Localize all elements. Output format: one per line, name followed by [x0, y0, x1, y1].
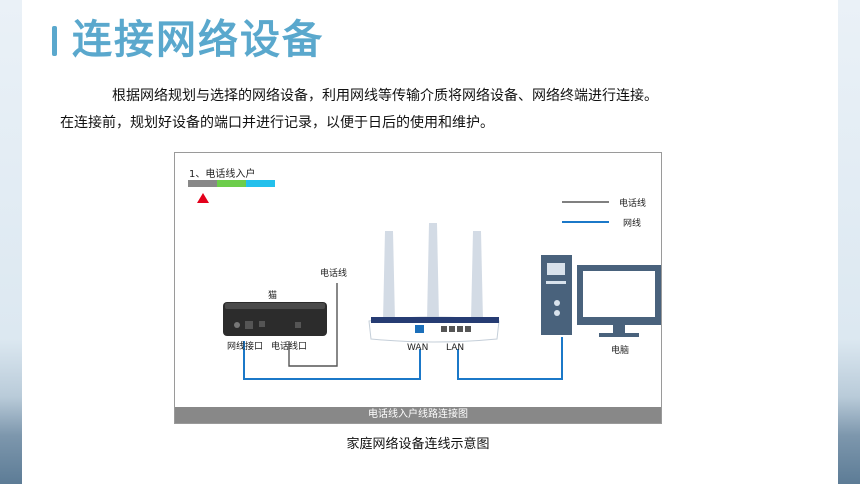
cable-modem-to-wan [243, 341, 421, 380]
step-label: 1、电话线入户 [189, 169, 256, 180]
right-city-decoration [838, 0, 860, 484]
paragraph-2: 在连接前，规划好设备的端口并进行记录，以便于日后的使用和维护。 [60, 115, 494, 131]
cable-lan-to-computer [457, 337, 563, 380]
paragraph-1: 根据网络规划与选择的网络设备，利用网线等传输介质将网络设备、网络终端进行连接。 [112, 88, 658, 104]
strip-cyan [246, 180, 275, 187]
step-marker-icon [197, 193, 209, 203]
slide-title: 连接网络设备 [72, 17, 324, 63]
phone-line-path [288, 283, 338, 367]
modem-icon [223, 302, 327, 336]
diagram-drawing [188, 180, 661, 380]
legend-network-cable-label: 网线 [623, 219, 642, 229]
slide: 连接网络设备 根据网络规划与选择的网络设备，利用网线等传输介质将网络设备、网络终… [22, 0, 838, 484]
computer-tower-icon [541, 255, 572, 335]
modem-label: 猫 [268, 291, 278, 301]
monitor-icon [577, 265, 661, 337]
title-accent-bar [52, 26, 57, 56]
router-wan-label: WAN [407, 343, 429, 353]
left-city-decoration [0, 0, 22, 484]
phone-line-label: 电话线 [320, 269, 348, 279]
router-lan-label: LAN [446, 343, 465, 353]
diagram-footer: 电话线入户线路连接图 [175, 407, 661, 423]
router-icon [368, 223, 500, 343]
strip-gray [188, 180, 217, 187]
legend-phone-line-label: 电话线 [619, 199, 647, 209]
modem-port-phone-label: 电话线口 [271, 342, 308, 352]
modem-port-lan-label: 网线接口 [227, 342, 264, 352]
computer-label: 电脑 [611, 346, 630, 356]
figure-caption: 家庭网络设备连线示意图 [346, 437, 490, 452]
connection-diagram: 1、电话线入户 电话线 网线 电话线 猫 网线接口 电话线口 WAN LAN 电… [174, 152, 662, 424]
strip-green [217, 180, 246, 187]
